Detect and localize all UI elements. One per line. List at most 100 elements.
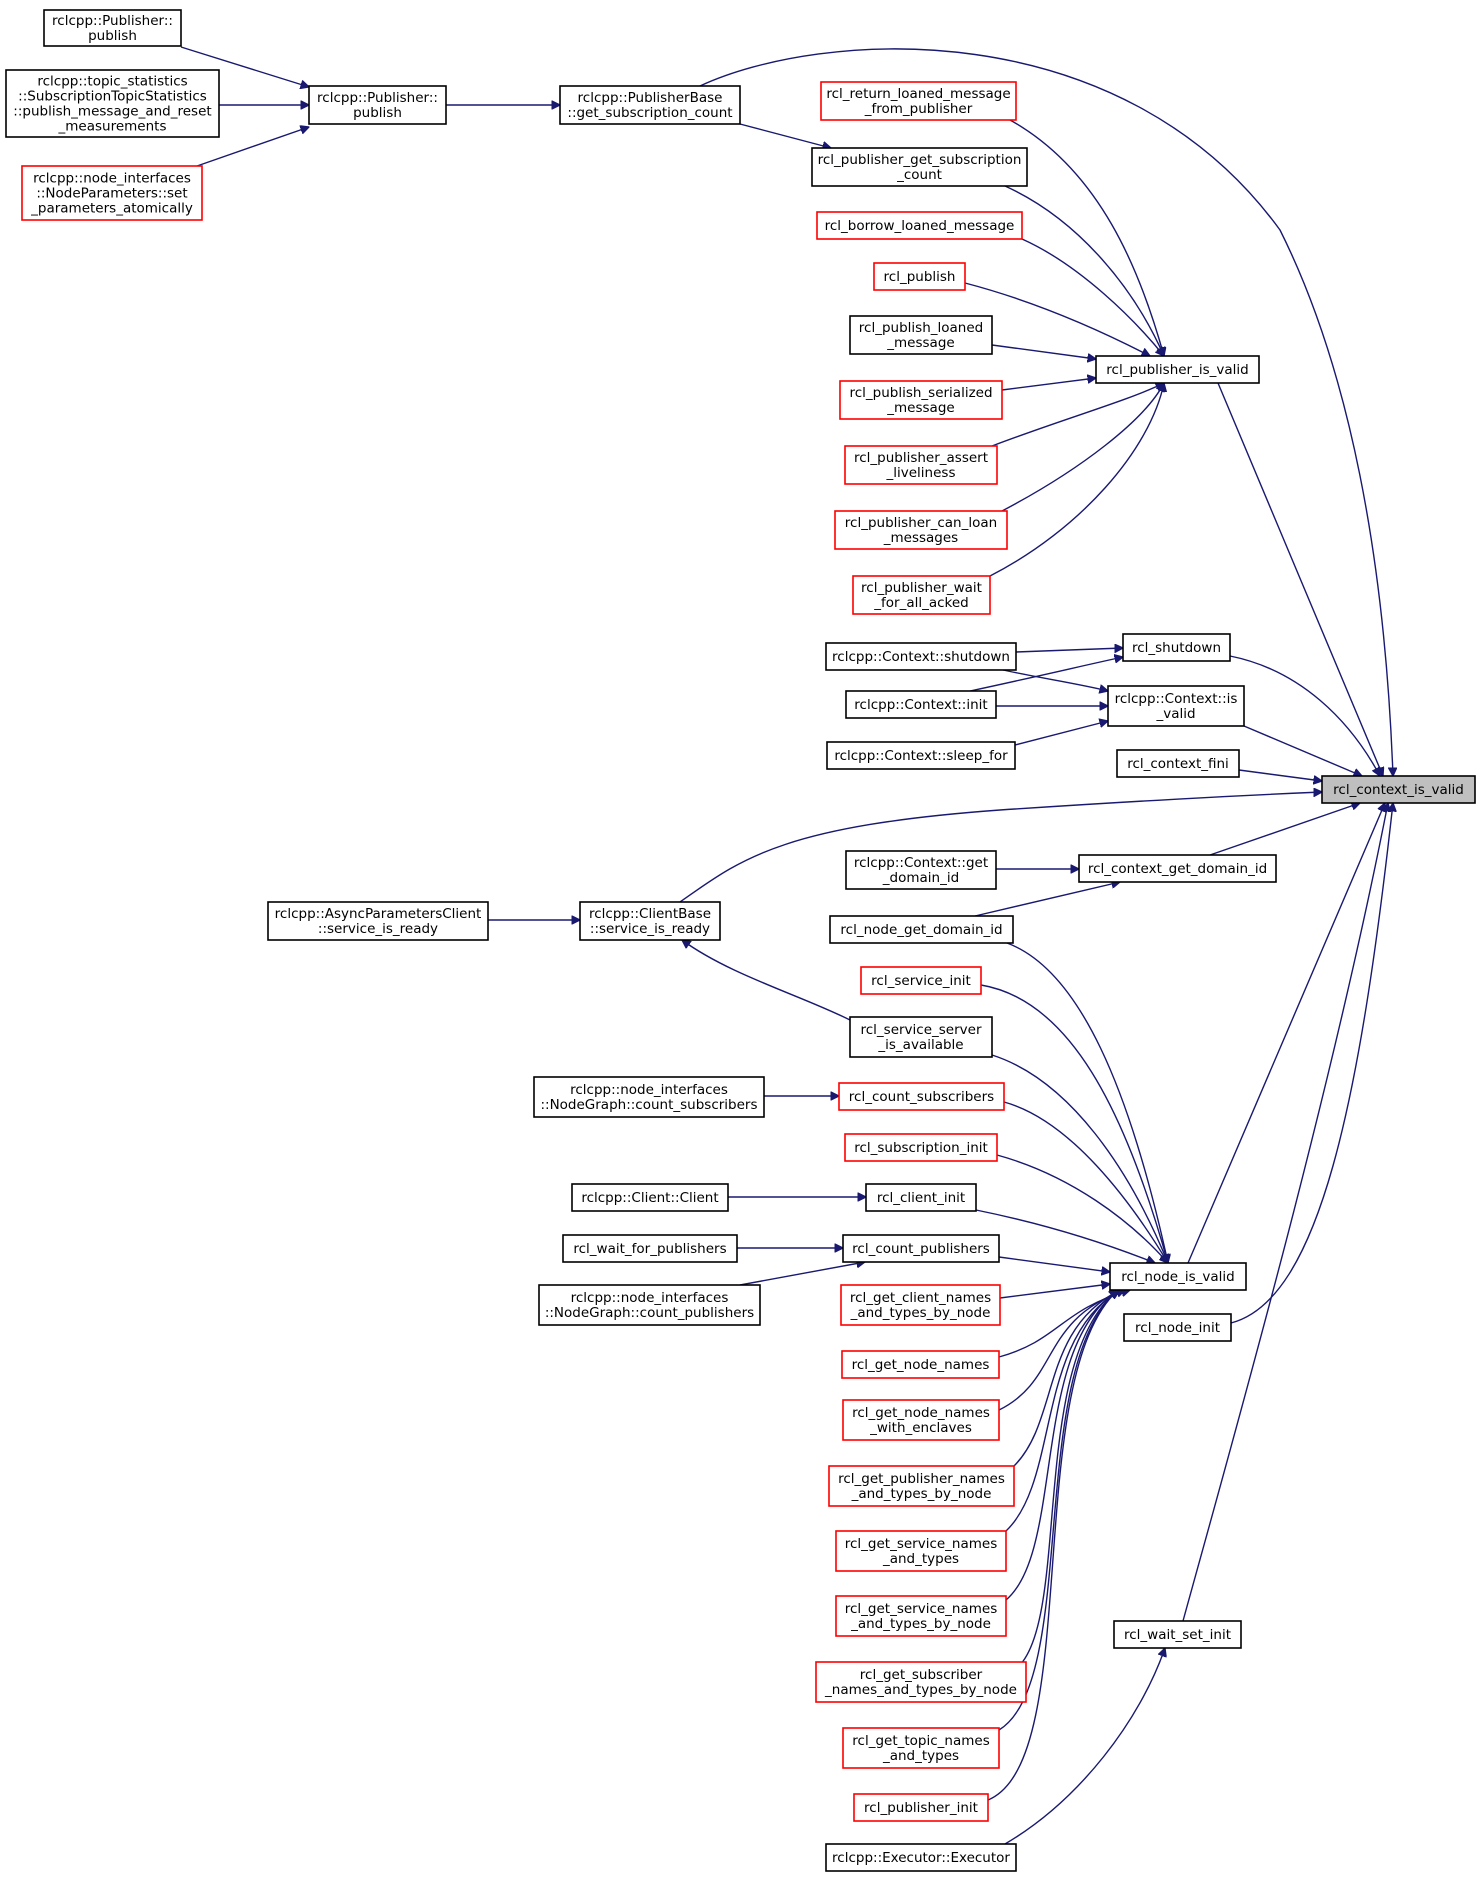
graph-node-pub-publish[interactable]: rclcpp::Publisher::publish (43, 9, 182, 47)
node-label: _from_publisher (864, 101, 973, 117)
graph-node-node-is-valid[interactable]: rcl_node_is_valid (1109, 1262, 1247, 1291)
node-label: rcl_node_get_domain_id (840, 922, 1002, 938)
edge-publish_loaned-to-pub_is_valid (991, 344, 1096, 359)
edge-pubbase_subcount-to-root (699, 48, 1393, 776)
graph-node-client-client[interactable]: rclcpp::Client::Client (571, 1183, 729, 1212)
node-box (816, 211, 1023, 240)
graph-node-nodegraph-subs[interactable]: rclcpp::node_interfaces::NodeGraph::coun… (533, 1076, 765, 1118)
node-label: rcl_publish_loaned (859, 320, 983, 336)
node-label: rclcpp::ClientBase (589, 906, 711, 922)
graph-node-pub-names[interactable]: rcl_get_publisher_names_and_types_by_nod… (828, 1465, 1015, 1507)
node-label: rcl_publisher_init (864, 1800, 978, 1816)
node-label: _count (896, 167, 942, 183)
graph-node-nodegraph-pubs[interactable]: rclcpp::node_interfaces::NodeGraph::coun… (538, 1284, 761, 1326)
graph-node-publish-serialized[interactable]: rcl_publish_serialized_message (839, 380, 1003, 420)
edge-wait_acked-to-pub_is_valid (989, 383, 1164, 577)
node-box (562, 1234, 738, 1263)
node-box (840, 1284, 1001, 1326)
graph-node-client-init[interactable]: rcl_client_init (865, 1183, 977, 1212)
node-label: _names_and_types_by_node (824, 1682, 1017, 1698)
graph-node-node-init[interactable]: rcl_node_init (1123, 1313, 1232, 1342)
graph-node-count-subs[interactable]: rcl_count_subscribers (838, 1082, 1005, 1111)
graph-node-pubbase-subcount[interactable]: rclcpp::PublisherBase::get_subscription_… (559, 85, 741, 125)
graph-node-node-get-domain[interactable]: rcl_node_get_domain_id (829, 915, 1014, 944)
graph-node-count-pubs[interactable]: rcl_count_publishers (842, 1234, 1000, 1263)
graph-node-wait-acked[interactable]: rcl_publisher_wait_for_all_acked (852, 575, 991, 615)
graph-node-async-params[interactable]: rclcpp::AsyncParametersClient::service_i… (267, 901, 489, 941)
graph-node-assert-liveliness[interactable]: rcl_publisher_assert_liveliness (844, 445, 998, 485)
node-box (825, 1843, 1017, 1872)
graph-node-ctx-get-domain[interactable]: rclcpp::Context::get_domain_id (845, 850, 997, 890)
node-box (308, 85, 447, 125)
node-label: rcl_publisher_can_loan (845, 515, 997, 531)
nodes-layer: rclcpp::Publisher::publishrclcpp::topic_… (5, 9, 1476, 1872)
graph-node-srv-names[interactable]: rcl_get_service_names_and_types (835, 1530, 1007, 1572)
graph-node-service-server[interactable]: rcl_service_server_is_available (849, 1016, 993, 1058)
node-label: rcl_count_subscribers (849, 1089, 994, 1105)
graph-node-return-loaned[interactable]: rcl_return_loaned_message_from_publisher (820, 81, 1017, 121)
node-label: rclcpp::Client::Client (581, 1190, 718, 1206)
edge-service_server-to-node_is_valid (991, 1054, 1168, 1263)
graph-node-topic-names[interactable]: rcl_get_topic_names_and_types (842, 1727, 1000, 1769)
graph-node-root[interactable]: rcl_context_is_valid (1321, 775, 1476, 804)
graph-node-ctx-shutdown[interactable]: rclcpp::Context::shutdown (825, 642, 1017, 671)
graph-node-ctx-init[interactable]: rclcpp::Context::init (845, 690, 997, 719)
edge-nodegraph_pubs-to-count_pubs (739, 1262, 865, 1286)
node-label: rcl_node_init (1135, 1320, 1220, 1336)
graph-node-ctx-fini[interactable]: rcl_context_fini (1116, 749, 1240, 778)
graph-node-topic-stats[interactable]: rclcpp::topic_statistics::SubscriptionTo… (5, 69, 220, 138)
edge-sub_init-to-node_is_valid (996, 1154, 1168, 1263)
node-label: rclcpp::topic_statistics (37, 74, 187, 90)
graph-node-shutdown[interactable]: rcl_shutdown (1122, 633, 1231, 662)
graph-node-ctx-is-valid[interactable]: rclcpp::Context::is_valid (1107, 685, 1245, 727)
graph-node-wait-set-init[interactable]: rcl_wait_set_init (1113, 1620, 1242, 1649)
node-label: rcl_context_get_domain_id (1088, 861, 1267, 877)
node-box (838, 1082, 1005, 1111)
graph-node-client-names[interactable]: rcl_get_client_names_and_types_by_node (840, 1284, 1001, 1326)
node-box (860, 966, 982, 995)
graph-node-node-names[interactable]: rcl_get_node_names (841, 1350, 1000, 1379)
edge-assert_liveliness-to-pub_is_valid (991, 383, 1164, 447)
graph-node-sub-init[interactable]: rcl_subscription_init (844, 1133, 998, 1162)
graph-node-node-names-enc[interactable]: rcl_get_node_names_with_enclaves (842, 1399, 1000, 1441)
edge-count_pubs-to-node_is_valid (998, 1256, 1110, 1272)
graph-node-wait-pubs[interactable]: rcl_wait_for_publishers (562, 1234, 738, 1263)
node-label: ::NodeGraph::count_subscribers (540, 1097, 757, 1113)
node-label: rcl_wait_set_init (1124, 1627, 1231, 1643)
graph-node-service-init[interactable]: rcl_service_init (860, 966, 982, 995)
node-label: _domain_id (882, 870, 959, 886)
node-box (835, 1530, 1007, 1572)
node-box (811, 147, 1028, 187)
graph-node-pub-init[interactable]: rcl_publisher_init (853, 1793, 989, 1822)
graph-node-borrow[interactable]: rcl_borrow_loaned_message (816, 211, 1023, 240)
edge-srv_names_node-to-node_is_valid (1005, 1290, 1118, 1601)
graph-node-sub-names[interactable]: rcl_get_subscriber_names_and_types_by_no… (815, 1661, 1027, 1703)
graph-node-publish[interactable]: rcl_publish (873, 262, 966, 291)
graph-node-executor[interactable]: rclcpp::Executor::Executor (825, 1843, 1017, 1872)
node-box (845, 850, 997, 890)
edge-client_names-to-node_is_valid (999, 1284, 1110, 1299)
edge-ctx_fini-to-root (1238, 769, 1322, 781)
node-label: rcl_get_client_names (850, 1290, 991, 1306)
node-label: ::service_is_ready (318, 921, 438, 937)
node-box (873, 262, 966, 291)
graph-node-context-get-domain[interactable]: rcl_context_get_domain_id (1078, 854, 1277, 883)
edge-publish-to-pub_is_valid (964, 282, 1150, 356)
graph-node-pub-publish2[interactable]: rclcpp::Publisher::publish (308, 85, 447, 125)
graph-node-clientbase[interactable]: rclcpp::ClientBase::service_is_ready (579, 901, 721, 941)
graph-node-get-sub-count[interactable]: rcl_publisher_get_subscription_count (811, 147, 1028, 187)
graph-node-can-loan[interactable]: rcl_publisher_can_loan_messages (834, 510, 1008, 550)
graph-node-srv-names-node[interactable]: rcl_get_service_names_and_types_by_node (835, 1595, 1007, 1637)
edges-layer (180, 46, 1393, 1845)
edge-pub_publish-to-pub_publish2 (180, 46, 309, 87)
graph-node-node-params[interactable]: rclcpp::node_interfaces::NodeParameters:… (21, 165, 203, 221)
node-box (815, 1661, 1027, 1703)
node-label: ::NodeGraph::count_publishers (545, 1305, 754, 1321)
edge-sub_names-to-node_is_valid (1019, 1290, 1118, 1666)
node-label: rclcpp::Context::get (854, 855, 988, 871)
node-label: rcl_borrow_loaned_message (825, 218, 1015, 234)
graph-node-ctx-sleep[interactable]: rclcpp::Context::sleep_for (826, 741, 1016, 770)
graph-node-pub-is-valid[interactable]: rcl_publisher_is_valid (1095, 355, 1260, 384)
graph-node-publish-loaned[interactable]: rcl_publish_loaned_message (849, 315, 993, 355)
node-label: rclcpp::Executor::Executor (832, 1850, 1010, 1866)
